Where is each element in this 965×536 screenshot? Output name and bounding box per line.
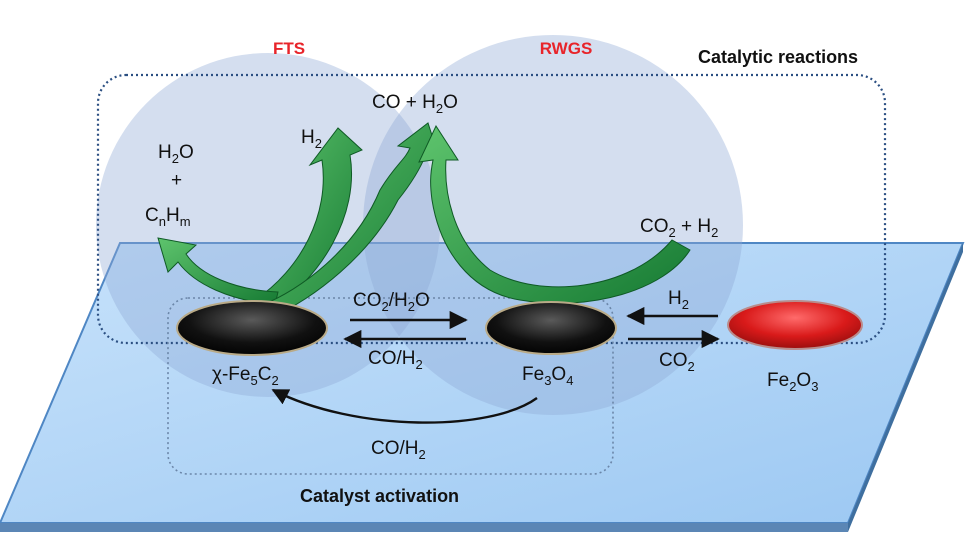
h2-inflow-label: H2 [301, 127, 322, 151]
plus-sign: + [171, 170, 182, 191]
fts-circle [96, 53, 440, 397]
fe3o4-label: Fe3O4 [522, 364, 573, 388]
co-h2o-label: CO + H2O [372, 92, 458, 116]
catalyst-activation-title: Catalyst activation [300, 486, 459, 506]
fts-products-arrow [157, 237, 279, 306]
catalyst-activation-box [167, 297, 614, 475]
green-arrows [157, 122, 691, 319]
fe5c2-label: χ-Fe5C2 [212, 364, 279, 388]
h2o-product-label: H2O [158, 142, 194, 166]
co2-oxidation-label: CO2 [659, 350, 695, 374]
catalytic-reactions-title: Catalytic reactions [698, 47, 858, 67]
co2-h2-label: CO2 + H2 [640, 216, 718, 240]
fe3o4-disc [485, 301, 617, 355]
rwgs-title: RWGS [540, 39, 593, 58]
co2-h2o-activation-label: CO2/H2O [353, 290, 430, 314]
fts-title: FTS [273, 39, 305, 58]
co-h2-curve-label: CO/H2 [371, 438, 426, 462]
fe2o3-label: Fe2O3 [767, 370, 818, 394]
catalytic-reactions-box [96, 73, 887, 345]
h2-reduction-label: H2 [668, 288, 689, 312]
arrow-fe3o4-to-fe5c2-curve [271, 388, 538, 424]
cnhm-product-label: CnHm [145, 205, 191, 229]
fe5c2-disc [176, 300, 328, 356]
co-h2-activation-label: CO/H2 [368, 348, 423, 372]
fe2o3-disc [727, 300, 863, 350]
